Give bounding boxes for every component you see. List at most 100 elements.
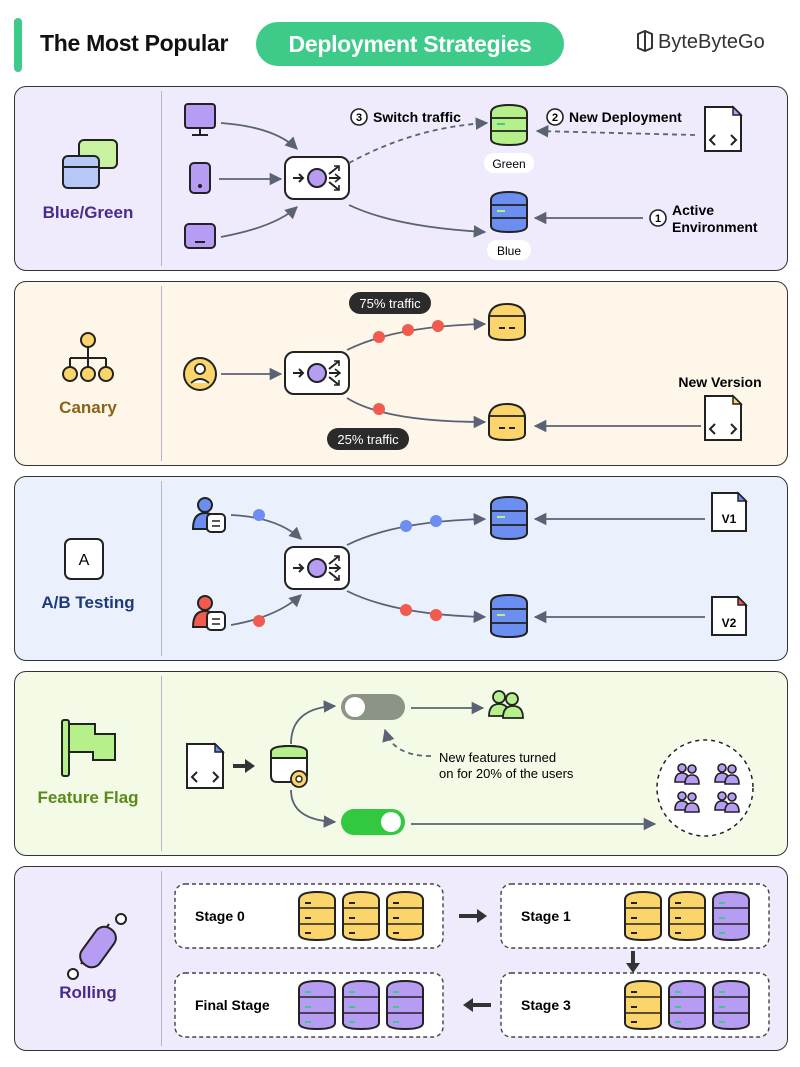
v1-label: V1 [722,512,737,526]
server-stack-icon [298,979,336,1031]
user-pair-icon [674,763,700,785]
blue-green-label: Blue/Green [42,203,134,222]
traffic-dot [430,515,442,527]
stage3-label: Stage 3 [521,997,571,1013]
server-stack-icon [668,890,706,942]
user-group-a-icon [191,497,226,533]
step-2-badge: 2 [552,112,558,124]
step-3-badge: 3 [356,112,362,124]
arrow-right-icon [245,759,255,773]
monitor-icon [184,103,216,136]
gear-icon [290,770,308,788]
code-document-icon [704,105,743,152]
ab-testing-label: A/B Testing [41,593,135,612]
blue-green-diagram: 3 Switch traffic Green 2 New Deployment … [62,103,758,260]
panel-divider [161,871,162,1046]
load-balancer-icon [284,546,350,590]
phone-icon [189,162,211,194]
traffic-dot [373,331,385,343]
letter-a-glyph: A [79,552,90,569]
traffic-75-label: 75% traffic [359,296,421,311]
server-stack-icon [342,979,380,1031]
user-pair-icon [714,791,740,813]
code-document-icon [704,394,743,441]
final-stage-label: Final Stage [195,997,270,1013]
letter-a-icon: A [64,538,104,580]
v2-document-icon: V2 [711,595,748,636]
panel-ab-testing: A [14,476,788,661]
server-stack-icon [386,979,424,1031]
panel-divider [161,286,162,461]
new-deployment-label: New Deployment [569,109,682,125]
v1-document-icon: V1 [711,491,748,532]
code-document-icon [186,742,225,789]
toggle-on[interactable] [341,809,405,835]
canary-diagram: 75% traffic 25% traffic New Version [62,292,762,450]
server-stack-icon [298,890,336,942]
load-balancer-icon [284,156,350,200]
panel-divider [161,91,162,266]
server-stack-icon [624,890,662,942]
bytebytego-logo-icon [637,30,653,52]
server-stack-icon [342,890,380,942]
active-environment-label-line2: Environment [672,219,758,235]
traffic-dot [400,604,412,616]
page-title: The Most Popular [40,30,229,56]
canary-label: Canary [59,398,117,417]
blue-server-icon [490,190,528,234]
server-stacks [298,890,750,1031]
header-accent-bar [14,18,22,72]
feature-flag-diagram: New features turned on for 20% of the us… [61,690,754,837]
traffic-dot [253,615,265,627]
panel-divider [161,676,162,851]
server-stack-icon [712,979,750,1031]
green-environment-label: Green [492,157,525,171]
server-stack-icon [624,979,662,1031]
user-icon [183,357,217,391]
brand: ByteByteGo [636,30,765,54]
step-1-badge: 1 [655,213,661,225]
panel-divider [161,481,162,656]
arrow-down-icon [626,963,640,973]
traffic-dot [430,609,442,621]
rolling-pin-icon [67,913,127,980]
toggle-off[interactable] [341,694,405,720]
tablet-icon [184,223,216,249]
server-a-icon [490,495,528,541]
server-new-icon [488,402,526,442]
panel-rolling: Stage 0 Stage 1 Stage 3 Final Stage Roll… [14,866,788,1051]
flag-icon [61,719,116,777]
user-pair-icon [674,791,700,813]
windows-icon [62,139,118,189]
traffic-dot [402,324,414,336]
user-pair-icon [714,763,740,785]
traffic-dot [432,320,444,332]
feature-flag-label: Feature Flag [37,788,139,807]
switch-traffic-label: Switch traffic [373,109,461,125]
rolling-label: Rolling [59,983,117,1002]
server-stack-icon [712,890,750,942]
rolling-diagram: Stage 0 Stage 1 Stage 3 Final Stage [67,883,770,1038]
arrow-left-icon [463,998,473,1012]
new-version-label: New Version [678,374,761,390]
panel-canary: 75% traffic 25% traffic New Version Cana… [14,281,788,466]
green-server-icon [490,103,528,147]
brand-name: ByteByteGo [658,31,765,53]
active-environment-label-line1: Active [672,202,714,218]
ab-testing-diagram: A [64,491,748,639]
server-old-icon [488,302,526,342]
org-tree-icon [62,332,114,382]
user-group-b-icon [191,595,226,631]
server-stack-icon [386,890,424,942]
users-icon [488,690,524,719]
panel-feature-flag: New features turned on for 20% of the us… [14,671,788,856]
blue-environment-label: Blue [497,244,521,258]
feature-note-line2: on for 20% of the users [439,766,574,781]
traffic-dot [400,520,412,532]
user-pool [656,739,754,837]
v2-label: V2 [722,616,737,630]
server-stack-icon [668,979,706,1031]
load-balancer-icon [284,351,350,395]
arrow-right-icon [477,909,487,923]
traffic-25-label: 25% traffic [337,432,399,447]
